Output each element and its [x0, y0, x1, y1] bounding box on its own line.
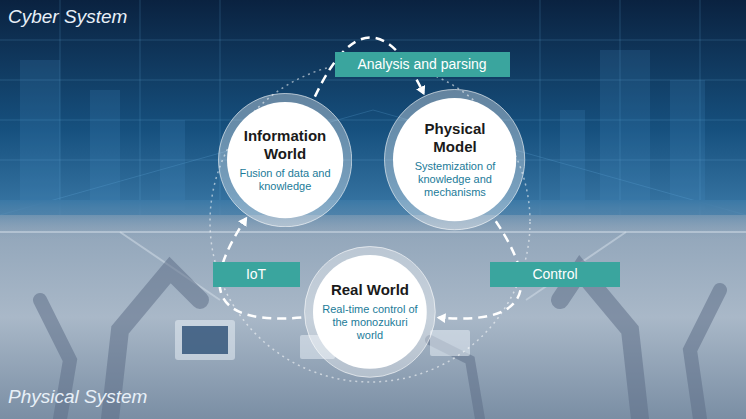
circle-node: Physical ModelSystemization of knowledge…: [384, 89, 525, 230]
node-description: Fusion of data and knowledge: [235, 167, 335, 193]
circle-outline: [384, 89, 525, 230]
node-text: Information WorldFusion of data and know…: [235, 127, 335, 193]
node-title: Information World: [235, 127, 335, 163]
node-title: Physical Model: [405, 120, 505, 156]
node-text: Real WorldReal-time control of the monoz…: [320, 281, 420, 342]
edge-label: Analysis and parsing: [335, 52, 510, 77]
circle-node: Real WorldReal-time control of the monoz…: [304, 246, 436, 378]
node-description: Systemization of knowledge and mechanism…: [405, 160, 505, 199]
region-label: Cyber System: [8, 6, 127, 28]
node-title: Real World: [320, 281, 420, 299]
edge-label: IoT: [213, 262, 300, 287]
node-text: Physical ModelSystemization of knowledge…: [405, 120, 505, 199]
region-label: Physical System: [8, 386, 147, 408]
circle-node: Information WorldFusion of data and know…: [218, 93, 352, 227]
node-description: Real-time control of the monozukuri worl…: [320, 303, 420, 342]
edge-label: Control: [490, 262, 620, 287]
